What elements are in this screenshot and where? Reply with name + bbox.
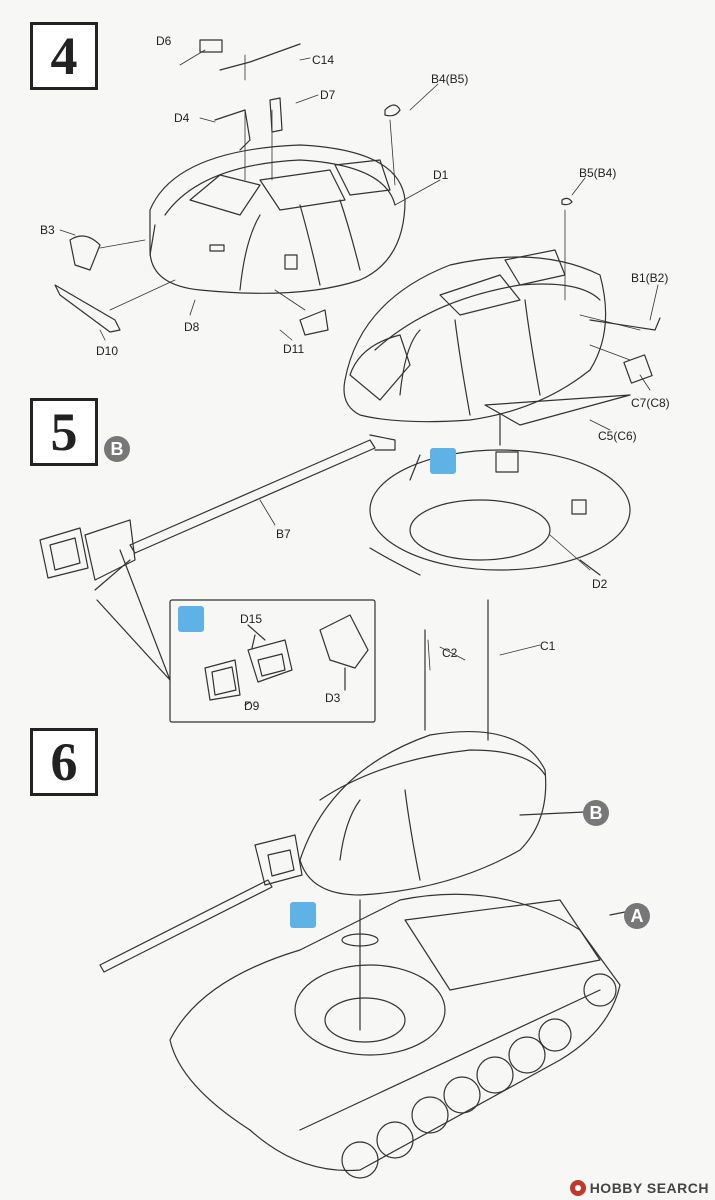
sprue-badge-b: B <box>583 800 609 826</box>
part-label-d3: D3 <box>325 691 341 705</box>
part-label-d8: D8 <box>184 320 200 334</box>
part-label-b3: B3 <box>40 223 55 237</box>
hobby-search-logo-icon <box>569 1180 586 1196</box>
part-label-d2: D2 <box>592 577 608 591</box>
part-label-c1: C1 <box>540 639 556 653</box>
turret-assembled-right <box>343 249 607 423</box>
part-label-c7-c8: C7(C8) <box>631 396 670 410</box>
step-number-5: 5 <box>30 398 98 466</box>
step-number-4: 4 <box>30 22 98 90</box>
hull-step6 <box>169 811 636 1179</box>
leaders-step5-6 <box>259 499 591 671</box>
part-label-b5-b4: B5(B4) <box>579 166 617 180</box>
part-label-c5-c6: C5(C6) <box>598 429 637 443</box>
part-label-d9: D9 <box>244 699 260 713</box>
part-label-d6: D6 <box>156 34 172 48</box>
step-number-6: 6 <box>30 728 98 796</box>
turret-upper-left <box>149 144 406 294</box>
gun-barrel-step5 <box>39 434 396 681</box>
leaders-step4 <box>59 49 659 431</box>
part-label-c14: C14 <box>312 53 335 67</box>
paint-brush-icon <box>178 606 204 632</box>
part-label-d15: D15 <box>240 612 263 626</box>
part-label-b4-b5: B4(B5) <box>431 72 469 86</box>
sprue-badge-b: B <box>104 436 130 462</box>
part-label-d7: D7 <box>320 88 336 102</box>
watermark-text: HOBBY SEARCH <box>589 1180 709 1196</box>
inset-detail <box>169 599 376 723</box>
cement-icon <box>290 902 316 928</box>
sprue-badge-a: A <box>624 903 650 929</box>
part-label-b1-b2: B1(B2) <box>631 271 669 285</box>
part-label-d11: D11 <box>283 342 305 356</box>
watermark: HOBBY SEARCH <box>569 1180 709 1196</box>
part-label-c2: C2 <box>442 646 458 660</box>
cement-icon <box>430 448 456 474</box>
parts-step4 <box>54 39 661 426</box>
part-label-d10: D10 <box>96 344 119 358</box>
part-label-d1: D1 <box>433 168 449 182</box>
part-label-d4: D4 <box>174 111 190 125</box>
turret-step6 <box>99 599 547 973</box>
part-label-b7: B7 <box>276 527 291 541</box>
turret-base-d2 <box>369 414 631 576</box>
